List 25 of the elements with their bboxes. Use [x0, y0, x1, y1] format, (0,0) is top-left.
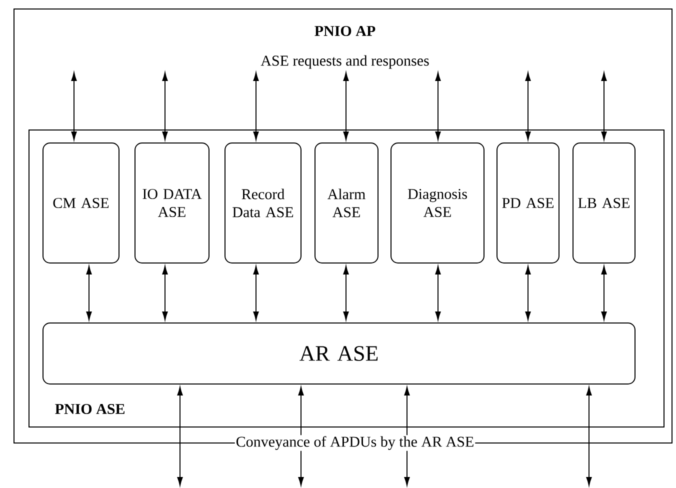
service-box: Alarm ASE [314, 142, 378, 264]
service-bar: AR ASE [42, 322, 636, 384]
arrow [71, 72, 77, 140]
service-box: Diagnosis ASE [390, 142, 484, 264]
arrow [253, 72, 259, 140]
arrow [177, 386, 183, 486]
border-label: Conveyance of APDUs by the AR ASE [234, 435, 476, 451]
service-box: IO DATA ASE [134, 142, 210, 264]
arrow [435, 72, 441, 140]
arrow [343, 266, 349, 320]
arrow [435, 266, 441, 320]
arrow [601, 72, 607, 140]
service-box: CM ASE [42, 142, 120, 264]
service-box: PD ASE [496, 142, 560, 264]
service-box: Record Data ASE [224, 142, 302, 264]
arrow [86, 266, 92, 320]
arrow [525, 266, 531, 320]
arrow [586, 386, 592, 486]
arrow [253, 266, 259, 320]
arrow [601, 266, 607, 320]
arrow [343, 72, 349, 140]
service-box: LB ASE [572, 142, 636, 264]
arrow [162, 72, 168, 140]
arrow [525, 72, 531, 140]
arrow [162, 266, 168, 320]
